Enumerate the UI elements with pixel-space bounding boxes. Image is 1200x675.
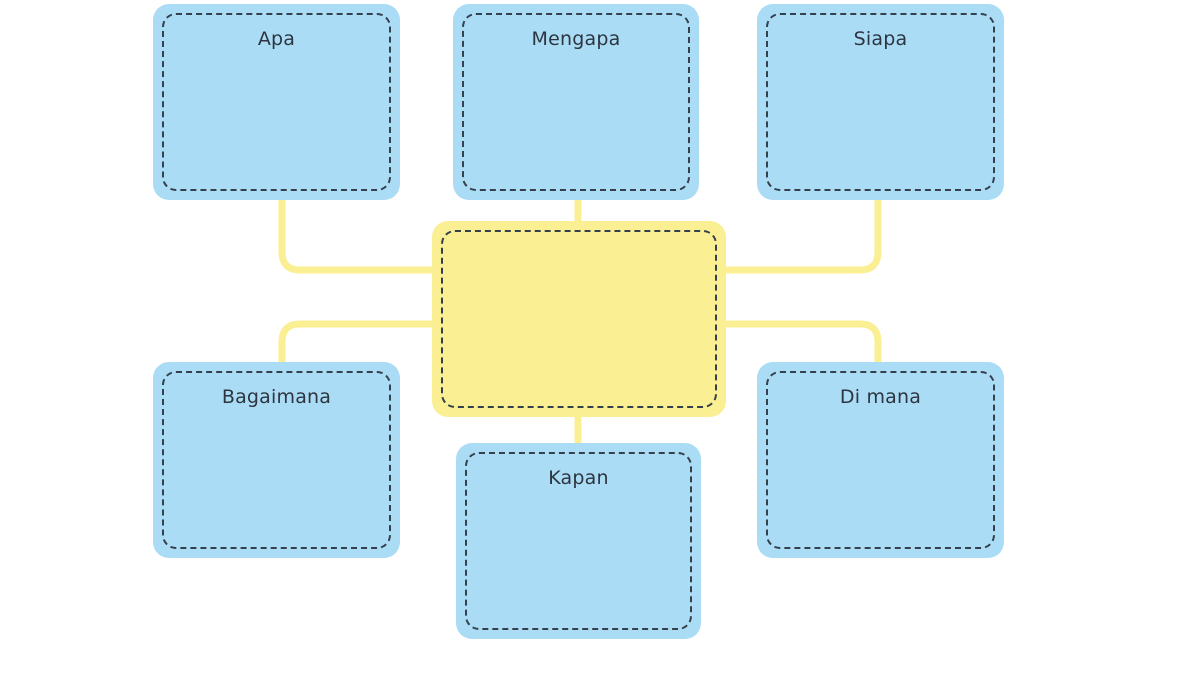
dashed-answer-area (162, 13, 391, 191)
question-label-di-mana: Di mana (839, 386, 922, 408)
question-box-bagaimana[interactable]: Bagaimana (153, 362, 400, 558)
question-label-mengapa: Mengapa (531, 28, 621, 50)
connector-siapa (720, 196, 882, 274)
dashed-answer-area (766, 371, 995, 549)
connector-dimana (720, 320, 882, 366)
dashed-answer-area (465, 452, 692, 630)
connector-apa (278, 196, 438, 274)
center-topic-dashed-area (441, 230, 717, 408)
question-box-di-mana[interactable]: Di mana (757, 362, 1004, 558)
question-label-bagaimana: Bagaimana (221, 386, 332, 408)
dashed-answer-area (162, 371, 391, 549)
dashed-answer-area (766, 13, 995, 191)
dashed-answer-area (462, 13, 690, 191)
question-box-mengapa[interactable]: Mengapa (453, 4, 699, 200)
question-box-siapa[interactable]: Siapa (757, 4, 1004, 200)
question-box-apa[interactable]: Apa (153, 4, 400, 200)
center-topic-box[interactable] (432, 221, 726, 417)
question-label-apa: Apa (257, 28, 296, 50)
question-box-kapan[interactable]: Kapan (456, 443, 701, 639)
question-label-siapa: Siapa (853, 28, 908, 50)
question-label-kapan: Kapan (548, 467, 609, 489)
connector-bagaimana (278, 320, 438, 366)
